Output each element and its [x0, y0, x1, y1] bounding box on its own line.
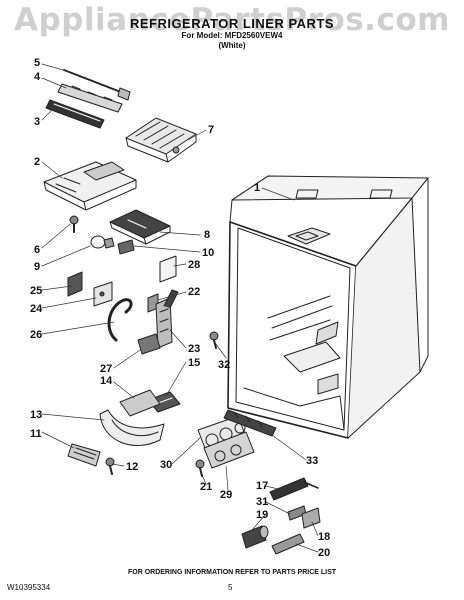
- part-5-rod: [63, 69, 131, 101]
- part-21-screw: [195, 459, 205, 477]
- callout-13: 13: [30, 409, 42, 421]
- part-14-lens: [119, 389, 161, 417]
- callout-1: 1: [254, 182, 260, 194]
- liner-part: [227, 175, 429, 439]
- callout-3: 3: [34, 116, 40, 128]
- callout-10: 10: [202, 247, 214, 259]
- callout-17: 17: [256, 480, 268, 492]
- callout-12: 12: [126, 461, 138, 473]
- callout-14: 14: [100, 375, 113, 387]
- callout-27: 27: [100, 363, 112, 375]
- callout-numbers: 5 4 3 7 2 1 6 8 9 10 28 25 22 24 26 32 2…: [30, 57, 330, 559]
- callout-5: 5: [34, 57, 40, 69]
- part-17-rail: [269, 477, 319, 501]
- callout-29: 29: [220, 489, 232, 501]
- part-8-housing: [109, 209, 171, 245]
- callout-20: 20: [318, 547, 330, 559]
- callout-4: 4: [34, 71, 41, 83]
- part-26-tube: [107, 298, 133, 342]
- leader-lines: [41, 63, 319, 553]
- callout-23: 23: [188, 343, 200, 355]
- callout-22: 22: [188, 286, 200, 298]
- model-line: For Model: MFD2560VEW4: [181, 31, 283, 40]
- watermark: AppliancePartsPros.com: [14, 2, 450, 38]
- callout-28: 28: [188, 259, 200, 271]
- part-28-bracket: [159, 255, 177, 283]
- callout-2: 2: [34, 156, 40, 168]
- part-3-strip: [45, 99, 105, 129]
- part-9-bulb: [90, 235, 115, 249]
- callout-11: 11: [30, 428, 42, 440]
- part-27-bracket: [137, 333, 161, 355]
- callout-21: 21: [200, 481, 212, 493]
- part-20-plate: [271, 533, 305, 555]
- part-4-bracket: [57, 83, 123, 113]
- part-19-filter: [241, 525, 269, 549]
- part-7-grille: [125, 117, 197, 163]
- part-11-lens: [67, 443, 101, 467]
- callout-8: 8: [204, 229, 210, 241]
- callout-32: 32: [218, 359, 230, 371]
- part-18-bracket: [301, 507, 321, 529]
- part-6-screw: [69, 215, 79, 233]
- callout-24: 24: [30, 303, 43, 315]
- callout-31: 31: [256, 496, 268, 508]
- part-2-cover: [43, 161, 137, 211]
- part-12-screw: [105, 457, 115, 475]
- part-10-socket: [117, 239, 135, 255]
- callout-15: 15: [188, 357, 200, 369]
- doc-number: W10395334: [7, 583, 51, 592]
- color-line: (White): [218, 41, 246, 50]
- part-23-control: [155, 289, 179, 349]
- callout-26: 26: [30, 329, 42, 341]
- callout-7: 7: [208, 124, 214, 136]
- part-24-plate: [93, 281, 113, 307]
- callout-19: 19: [256, 509, 268, 521]
- part-33-bar: [223, 409, 277, 437]
- callout-9: 9: [34, 261, 40, 273]
- callout-25: 25: [30, 285, 42, 297]
- ordering-note: FOR ORDERING INFORMATION REFER TO PARTS …: [127, 569, 337, 576]
- part-32-screw: [209, 331, 219, 349]
- callout-6: 6: [34, 244, 40, 256]
- page-title: REFRIGERATOR LINER PARTS: [129, 16, 335, 31]
- part-29-drive: [203, 431, 255, 469]
- callout-30: 30: [160, 459, 172, 471]
- callout-33: 33: [306, 455, 318, 467]
- part-13-cover: [99, 409, 165, 446]
- part-25-switch: [67, 271, 83, 297]
- page-number: 5: [228, 583, 233, 592]
- callout-18: 18: [318, 531, 330, 543]
